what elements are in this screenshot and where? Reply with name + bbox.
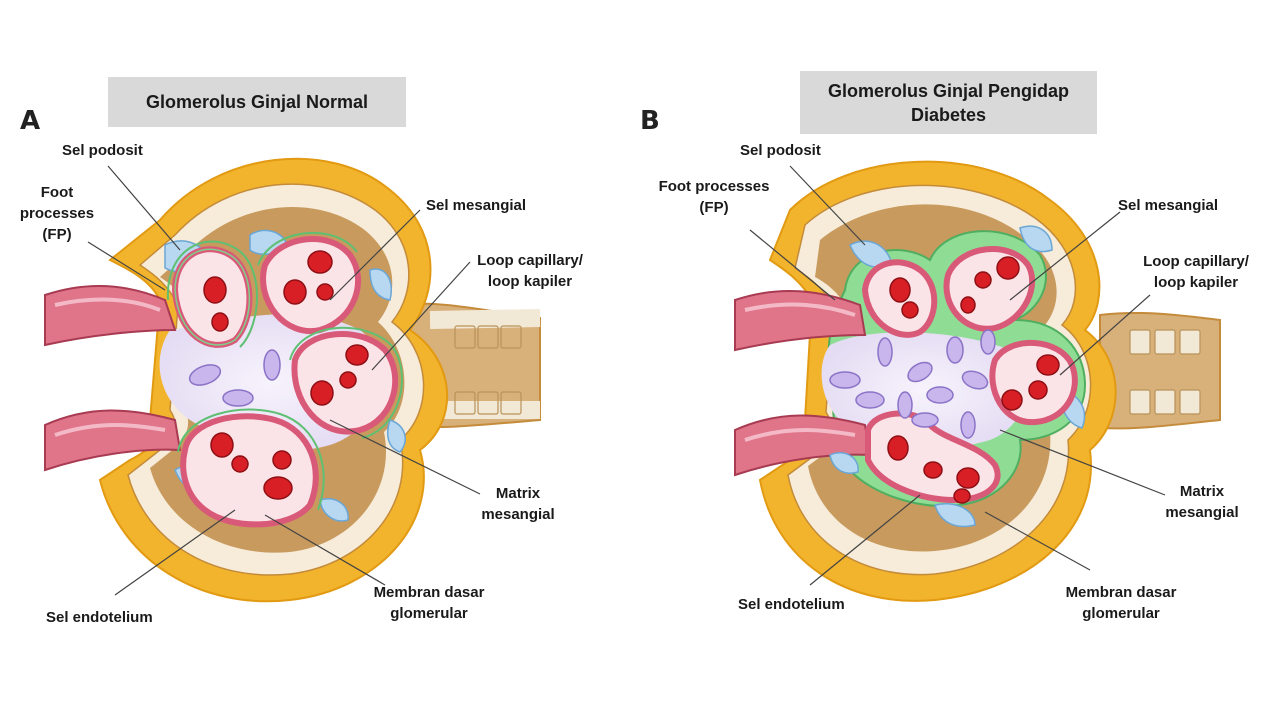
label-sel-mesangial-a: Sel mesangial	[426, 197, 527, 214]
efferent-arteriole-a	[44, 409, 182, 472]
panel-a-title: Glomerolus Ginjal Normal	[108, 77, 406, 127]
proximal-tubule-b	[1099, 311, 1221, 430]
panel-b-illustration	[734, 160, 1221, 602]
gbm-a	[166, 231, 403, 511]
label-foot-processes-a: Foot processes (FP)	[19, 184, 95, 243]
label-matrix-mesangial-a: Matrix mesangial	[481, 485, 555, 523]
label-membran-dasar-b: Membran dasar glomerular	[1065, 584, 1177, 622]
label-sel-endotelium-a: Sel endotelium	[46, 609, 153, 626]
label-foot-processes-b: Foot processes (FP)	[658, 178, 770, 216]
label-sel-mesangial-b: Sel mesangial	[1118, 197, 1219, 214]
label-loop-capillary-b: Loop capillary/ loop kapiler	[1143, 253, 1249, 291]
panel-a-letter: A	[20, 106, 41, 136]
red-blood-cells-b	[887, 256, 1060, 504]
label-membran-dasar-a: Membran dasar glomerular	[373, 584, 485, 622]
afferent-arteriole-a	[44, 284, 177, 347]
label-matrix-mesangial-b: Matrix mesangial	[1165, 483, 1239, 521]
panel-b-letter: B	[640, 106, 660, 136]
mesangial-cells-b	[829, 329, 996, 439]
label-sel-podosit-a: Sel podosit	[62, 142, 143, 159]
leader-lines	[87, 165, 1166, 596]
panel-a-illustration	[44, 157, 541, 603]
label-sel-endotelium-b: Sel endotelium	[738, 596, 845, 613]
afferent-arteriole-b	[734, 289, 867, 352]
red-blood-cells-a	[203, 250, 369, 500]
mesangial-cells-a	[188, 349, 281, 407]
label-sel-podosit-b: Sel podosit	[740, 142, 821, 159]
panel-b-title: Glomerolus Ginjal Pengidap Diabetes	[800, 71, 1097, 134]
label-loop-capillary-a: Loop capillary/ loop kapiler	[477, 252, 583, 290]
